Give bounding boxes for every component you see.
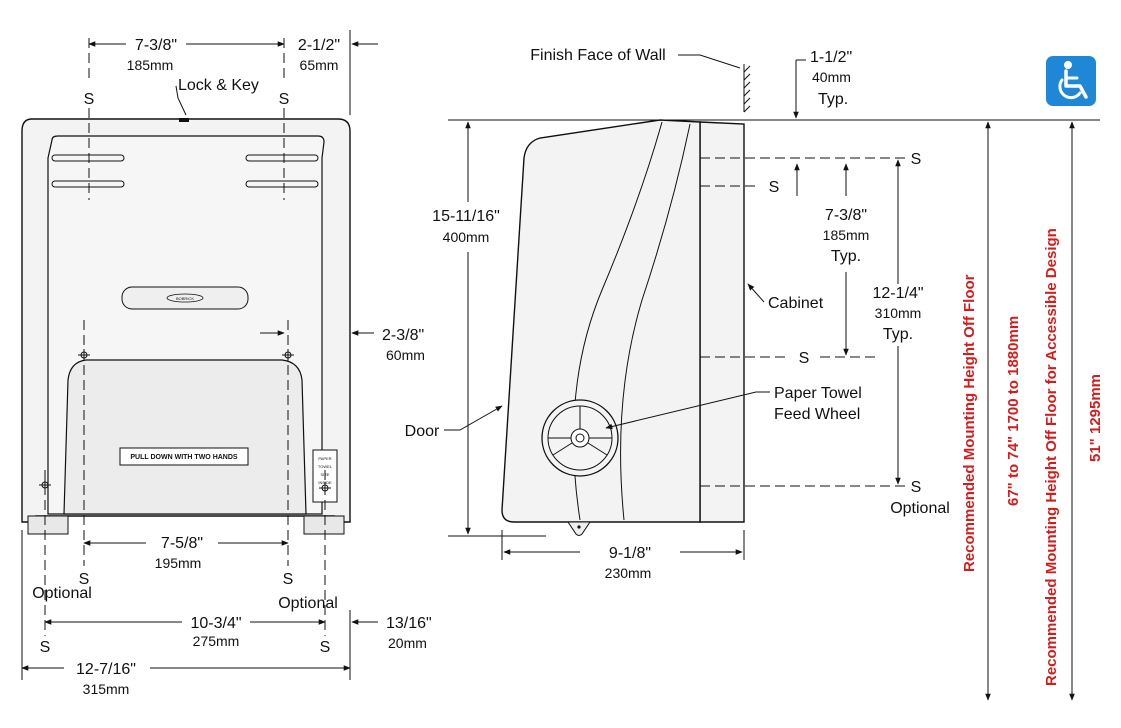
lower-dim-mm: 310mm (875, 305, 922, 321)
lower-dim-inch: 12-1/4" (872, 285, 923, 302)
s-mark: S (279, 91, 290, 108)
mounting-slots (51, 154, 319, 188)
side-height-dim-mm: 400mm (443, 229, 490, 245)
depth-dim-inch: 9-1/8" (609, 545, 651, 562)
s-mark: S (911, 479, 922, 496)
side-view: Finish Face of Wall 1-1/2" 40mm Typ. (405, 47, 1100, 581)
lock-label: Lock & Key (178, 77, 259, 94)
logo-text: BOBRICK (176, 296, 194, 301)
s-mark: S (283, 571, 294, 588)
mid-bottom-dim-mm: 275mm (193, 633, 240, 649)
inner-bottom-dim-inch: 7-5/8" (161, 535, 203, 552)
lock-keyhole (179, 118, 189, 122)
front-side-dim-mm: 60mm (386, 347, 425, 363)
overall-width-dim-mm: 315mm (83, 681, 130, 697)
tag-line: TOWEL (318, 464, 333, 469)
wheelchair-icon (1046, 56, 1096, 106)
logo-plate (121, 286, 249, 310)
s-mark: S (799, 350, 810, 367)
depth-dim-mm: 230mm (605, 565, 652, 581)
wall-label: Finish Face of Wall (530, 47, 665, 64)
optional-label: Optional (32, 585, 92, 602)
wall-hatch (743, 65, 751, 113)
cabinet-label: Cabinet (768, 295, 824, 312)
inner-bottom-dim-mm: 195mm (155, 555, 202, 571)
front-side-dim-inch: 2-3/8" (382, 327, 424, 344)
door-curve-line (620, 123, 691, 521)
s-mark: S (40, 639, 51, 656)
accessible-mounting-label: Recommended Mounting Height Off Floor fo… (1043, 228, 1060, 686)
front-top-dim-inch: 7-3/8" (135, 37, 177, 54)
s-mark: S (769, 179, 780, 196)
overall-width-dim-inch: 12-7/16" (76, 661, 136, 678)
s-mark: S (84, 91, 95, 108)
door-label: Door (405, 423, 440, 440)
feed-wheel (541, 399, 619, 477)
upper-dim-inch: 7-3/8" (825, 207, 867, 224)
tag-line: PAPER (318, 456, 331, 461)
top-offset-dim-inch: 1-1/2" (810, 49, 852, 66)
lower-dim-note: Typ. (883, 326, 913, 343)
s-mark: S (911, 151, 922, 168)
mounting-heights: Recommended Mounting Height Off Floor 67… (961, 121, 1104, 701)
top-offset-dim-mm: 40mm (812, 69, 851, 85)
standard-mounting-label: Recommended Mounting Height Off Floor (961, 274, 978, 572)
accessible-mounting-value: 51" 1295mm (1087, 374, 1104, 462)
s-mark: S (79, 571, 90, 588)
optional-label: Optional (278, 595, 338, 612)
s-mark: S (320, 639, 331, 656)
front-top-right-dim-inch: 2-1/2" (298, 37, 340, 54)
bottom-right-dim-mm: 20mm (388, 635, 427, 651)
left-foot (27, 515, 69, 535)
bottom-tab (567, 521, 591, 536)
front-top-dim-mm: 185mm (127, 57, 174, 73)
front-door (63, 359, 307, 515)
side-height-dim-inch: 15-11/16" (432, 208, 500, 225)
bottom-right-dim-inch: 13/16" (386, 615, 432, 632)
upper-dim-mm: 185mm (823, 227, 870, 243)
mid-bottom-dim-inch: 10-3/4" (190, 615, 241, 632)
front-top-right-dim-mm: 65mm (300, 57, 339, 73)
door-instruction-text: PULL DOWN WITH TWO HANDS (130, 454, 238, 461)
top-offset-dim-note: Typ. (818, 91, 848, 108)
door-instruction-plate (119, 447, 249, 466)
standard-mounting-range: 67" to 74" 1700 to 1880mm (1005, 316, 1022, 506)
feed-wheel-label: Paper Towel (774, 385, 862, 402)
right-foot (303, 515, 345, 535)
front-view: BOBRICK PULL DOWN WITH TWO HANDS PAPER T… (21, 30, 432, 697)
optional-label: Optional (890, 500, 950, 517)
upper-dim-note: Typ. (831, 248, 861, 265)
feed-wheel-label: Feed Wheel (774, 406, 860, 423)
side-cabinet (699, 121, 745, 523)
